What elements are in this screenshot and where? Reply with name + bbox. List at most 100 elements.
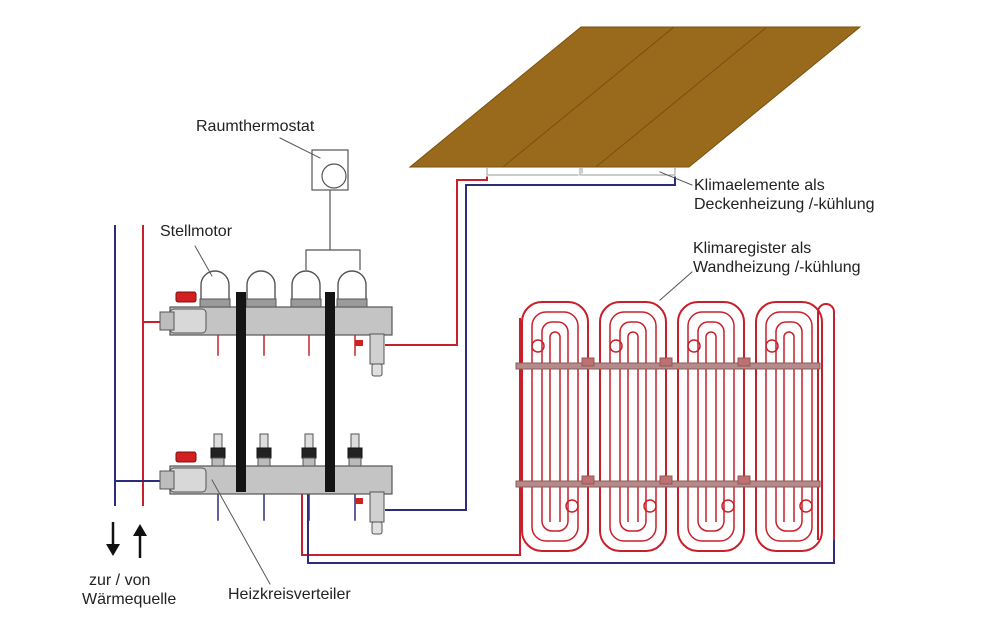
register-hairpin — [705, 331, 717, 522]
supply-drain-valve-red-tab — [355, 340, 363, 346]
register-loop-outer — [599, 301, 667, 552]
actuator-base — [199, 298, 231, 308]
actuator-dome — [246, 270, 276, 300]
actuator-base — [336, 298, 368, 308]
heizkreisverteiler-text: Heizkreisverteiler — [228, 586, 351, 603]
balancing-valve-body — [211, 457, 225, 467]
return-manifold-bar — [169, 465, 393, 495]
register-hairpin — [783, 331, 795, 522]
flow-arrows — [106, 522, 147, 558]
label-waermequelle: zur / von Wärmequelle — [82, 571, 176, 609]
label-klimaelemente: Klimaelemente als Deckenheizung /-kühlun… — [694, 176, 875, 214]
ceiling-connector-edge — [579, 168, 676, 176]
manifold-connector — [325, 292, 335, 492]
source-line2: Wärmequelle — [82, 591, 177, 608]
register-hairpin — [627, 331, 639, 522]
actuator-dome — [200, 270, 230, 300]
register-bend — [565, 499, 579, 513]
stellmotor-leader — [194, 245, 213, 277]
supply-manifold-bar — [169, 306, 393, 336]
pipe-network — [114, 170, 835, 564]
ceiling-connector — [485, 168, 584, 177]
klimaelemente-line1: Klimaelemente als — [694, 177, 825, 194]
register-loop-inner — [541, 321, 569, 532]
supply-drain-valve-cap — [371, 363, 383, 377]
supply-manifold-bar-end-fitting — [169, 308, 207, 334]
ceiling-supply-pipe — [385, 170, 488, 346]
register-loop-mid — [609, 311, 657, 542]
thermostat-wire — [305, 190, 331, 270]
register-loop-mid — [531, 311, 579, 542]
register-loop-mid — [687, 311, 735, 542]
register-loop-outer — [677, 301, 745, 552]
wall-register — [515, 301, 835, 552]
register-bend — [643, 499, 657, 513]
heating-manifold — [159, 270, 393, 535]
register-bend — [799, 499, 813, 513]
klimaregister-line1: Klimaregister als — [693, 240, 812, 257]
actuator-dome — [291, 270, 321, 300]
klimaregister-line2: Wandheizung /-kühlung — [693, 259, 861, 276]
wall-supply-pipe — [301, 318, 521, 556]
balancing-valve-stem — [259, 433, 269, 449]
return-valve-handle — [175, 451, 197, 463]
source-line1: zur / von — [89, 572, 151, 589]
balancing-valve-body — [302, 457, 316, 467]
thermostat-wire — [330, 249, 361, 270]
leader-lines — [194, 137, 693, 585]
return-drain-valve-cap — [371, 521, 383, 535]
arrow-down-head — [106, 544, 120, 556]
arrow-up-head — [133, 524, 147, 536]
manifold-connector — [236, 292, 246, 492]
register-loop-outer — [521, 301, 589, 552]
label-stellmotor: Stellmotor — [160, 222, 232, 241]
register-loop-outer — [755, 301, 823, 552]
klimaregister-leader — [659, 271, 693, 301]
register-end-loop — [817, 303, 835, 540]
klimaelemente-line2: Deckenheizung /-kühlung — [694, 196, 875, 213]
balancing-valve-knob — [347, 447, 363, 459]
room-thermostat — [305, 149, 361, 270]
register-loop-inner — [697, 321, 725, 532]
supply-valve-handle — [175, 291, 197, 303]
balancing-valve-knob — [210, 447, 226, 459]
balancing-valve-stem — [350, 433, 360, 449]
actuator-dome — [337, 270, 367, 300]
register-clip — [659, 357, 673, 367]
register-bend — [687, 339, 701, 353]
raumthermostat-text: Raumthermostat — [196, 118, 315, 135]
register-clip — [737, 357, 751, 367]
thermostat-dial — [321, 163, 347, 189]
balancing-valve-body — [348, 457, 362, 467]
actuator-base — [245, 298, 277, 308]
balancing-valve-body — [257, 457, 271, 467]
balancing-valve-knob — [256, 447, 272, 459]
label-klimaregister: Klimaregister als Wandheizung /-kühlung — [693, 239, 861, 277]
heizkreisverteiler-leader — [211, 479, 271, 585]
balancing-valve-stem — [213, 433, 223, 449]
register-loop-inner — [619, 321, 647, 532]
stellmotor-text: Stellmotor — [160, 223, 233, 240]
register-clip — [581, 357, 595, 367]
label-raumthermostat: Raumthermostat — [196, 117, 314, 136]
register-clip — [659, 475, 673, 485]
register-clip — [737, 475, 751, 485]
ceiling-return-pipe — [385, 170, 676, 511]
return-manifold-bar-end-fitting — [169, 467, 207, 493]
register-loop-inner — [775, 321, 803, 532]
ceiling-panels — [408, 26, 862, 177]
register-clip — [581, 475, 595, 485]
klimaelemente-leader — [659, 171, 693, 186]
ceiling-panel — [594, 26, 862, 168]
return-drain-valve-body — [369, 491, 385, 523]
balancing-valve-knob — [301, 447, 317, 459]
ceiling-connector-edge — [486, 168, 583, 176]
supply-drain-valve-body — [369, 333, 385, 365]
register-loop-mid — [765, 311, 813, 542]
actuator-base — [290, 298, 322, 308]
return-drain-valve-red-tab — [355, 498, 363, 504]
supply-manifold-bar-inlet — [159, 311, 175, 331]
register-bend — [721, 499, 735, 513]
